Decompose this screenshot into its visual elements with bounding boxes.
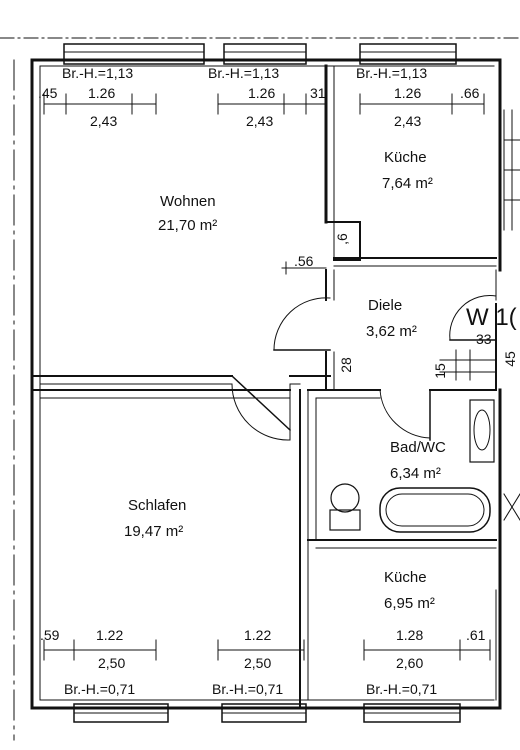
wc [329,509,361,531]
window-bottom-3-width: 1.28 [396,627,424,643]
window-top-2-side: 31 [310,85,326,101]
window-top-1-span: 2,43 [90,113,118,129]
room-area-kueche-top: 7,64 m² [382,175,433,192]
room-area-wohnen: 21,70 m² [158,217,218,234]
window-top-2 [223,43,307,65]
apartment-label: W 1( [466,304,517,331]
window-bottom-1-offset: .59 [40,627,60,643]
window-top-2-br: Br.-H.=1,13 [208,65,280,81]
room-area-schlafen: 19,47 m² [124,523,184,540]
window-bottom-1-br: Br.-H.=0,71 [64,681,136,697]
door-diele-left [273,297,331,351]
window-bottom-3-br: Br.-H.=0,71 [366,681,438,697]
window-top-3-side: .66 [460,85,480,101]
room-name-bad: Bad/WC [390,439,446,456]
window-top-1-br: Br.-H.=1,13 [62,65,134,81]
wall-niche [325,221,361,261]
window-top-1 [63,43,205,65]
room-name-wohnen: Wohnen [160,193,216,210]
room-area-kueche-bottom: 6,95 m² [384,595,435,612]
room-area-bad: 6,34 m² [390,465,441,482]
dim-56: .56 [294,253,314,269]
window-top-3-span: 2,43 [394,113,422,129]
window-top-2-span: 2,43 [246,113,274,129]
door-apartment [449,295,497,341]
door-bad [379,389,431,439]
window-top-3-width: 1.26 [394,85,422,101]
room-name-schlafen: Schlafen [128,497,187,514]
dim-28: 28 [337,357,354,373]
dim-15: 15 [431,363,448,379]
bathtub [379,487,491,533]
window-bottom-2-br: Br.-H.=0,71 [212,681,284,697]
room-name-diele: Diele [368,297,403,314]
window-bottom-1-span: 2,50 [98,655,126,671]
window-bottom-2-width: 1.22 [244,627,272,643]
room-area-diele: 3,62 m² [366,323,417,340]
window-bottom-3-side: .61 [466,627,486,643]
dim-45: 45 [501,351,518,367]
window-top-3 [359,43,457,65]
window-top-1-width: 1.26 [88,85,116,101]
sink [469,399,495,463]
dim-33: 33 [476,331,492,347]
room-name-kueche-top: Küche [384,149,427,166]
dim-6: ,6 [333,233,350,245]
window-top-3-br: Br.-H.=1,13 [356,65,428,81]
window-bottom-1-width: 1.22 [96,627,124,643]
door-wohnen [230,374,292,432]
room-name-kueche-bottom: Küche [384,569,427,586]
window-bottom-3-span: 2,60 [396,655,424,671]
window-top-1-offset: .45 [38,85,58,101]
window-bottom-2-span: 2,50 [244,655,272,671]
window-top-2-width: 1.26 [248,85,276,101]
